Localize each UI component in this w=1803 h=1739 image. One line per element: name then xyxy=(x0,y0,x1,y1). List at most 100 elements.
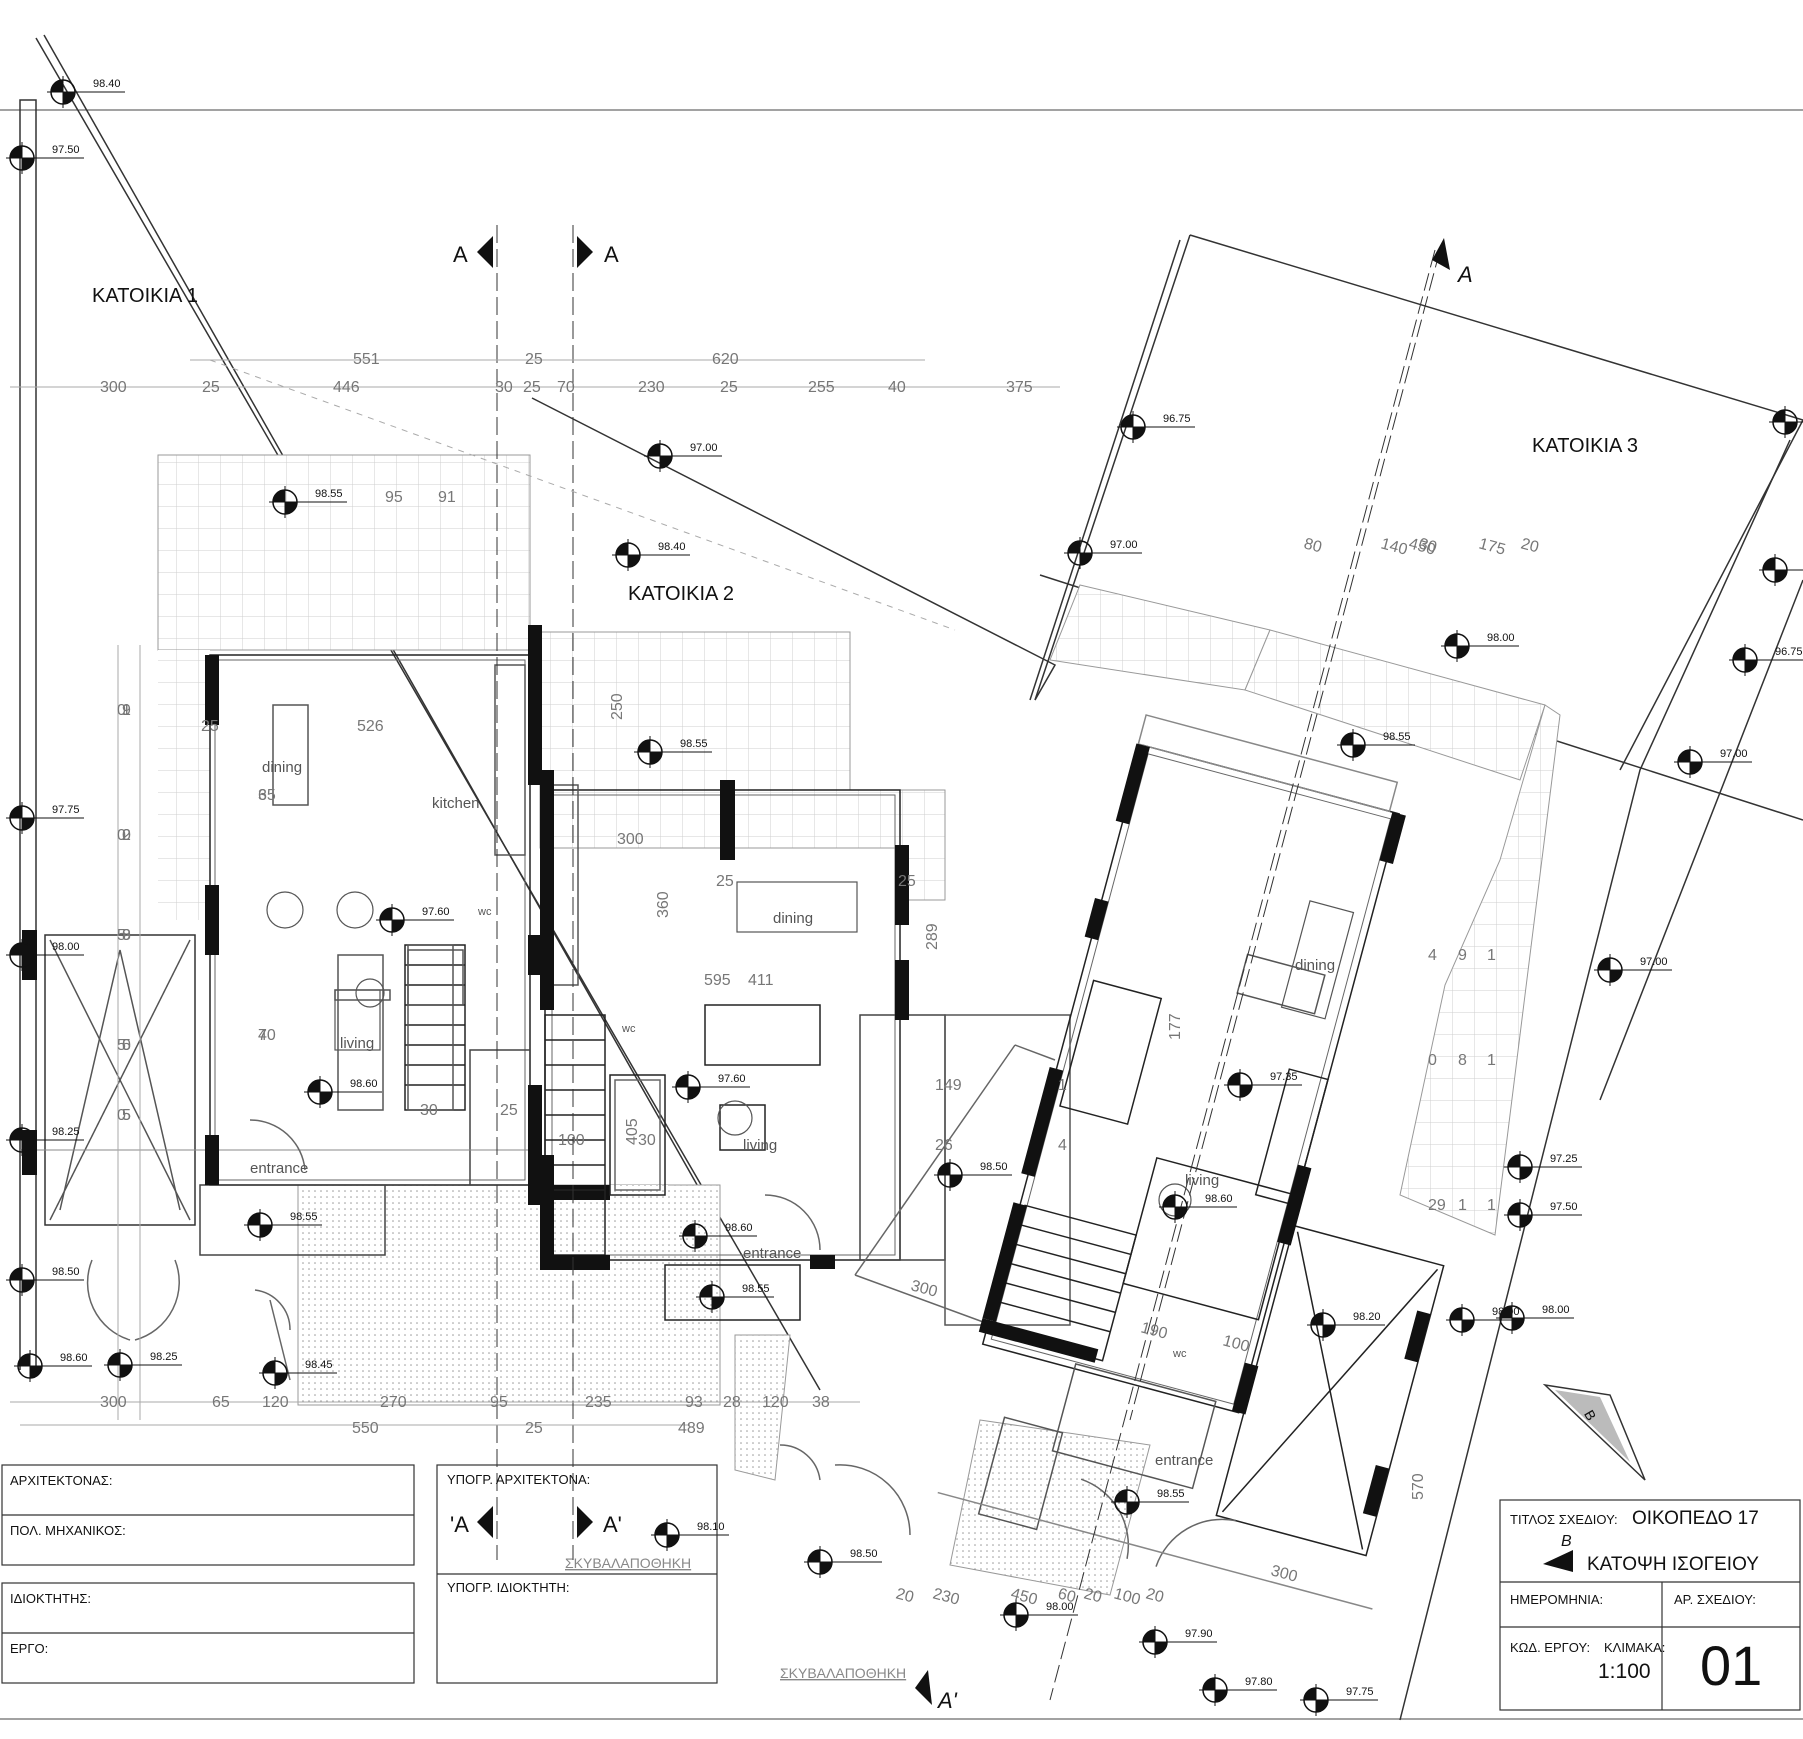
section-mark-a-right: A xyxy=(604,242,619,267)
level-marker-fill xyxy=(275,1373,287,1385)
level-marker-fill xyxy=(1610,970,1622,982)
level-value: 98.50 xyxy=(52,1266,80,1278)
dimension-value: 620 xyxy=(712,351,739,368)
dimension-value: 551 xyxy=(353,351,380,368)
dimension-value: 25 xyxy=(716,873,734,890)
level-value: 98.55 xyxy=(742,1283,770,1295)
dimension-value: 93 xyxy=(685,1394,703,1411)
architect-label: ΑΡΧΙΤΕΚΤΟΝΑΣ: xyxy=(10,1473,112,1488)
level-marker-fill xyxy=(308,1080,320,1092)
north-arrow: B xyxy=(1542,1383,1646,1481)
level-marker-fill xyxy=(1775,570,1787,582)
level-marker: 98.00 xyxy=(6,939,84,971)
level-value: 98.60 xyxy=(60,1352,88,1364)
level-marker-fill xyxy=(1175,1207,1187,1219)
house-1-label: ΚΑΤΟΙΚΙΑ 1 xyxy=(92,285,198,307)
level-marker-fill xyxy=(1016,1615,1028,1627)
dimension-value: 20 xyxy=(1144,1585,1166,1606)
section-mark-a-prime-right: A' xyxy=(603,1512,622,1537)
house-3-walls xyxy=(978,743,1431,1517)
level-marker-fill xyxy=(248,1213,260,1225)
level-value: 98.60 xyxy=(725,1222,753,1234)
level-value: 98.00 xyxy=(1046,1601,1074,1613)
level-marker: 97.00 xyxy=(1064,537,1142,569)
level-marker-fill xyxy=(1500,1306,1512,1318)
dimension-value: 100 xyxy=(1112,1585,1142,1608)
dimension-value: 470 xyxy=(258,1027,276,1044)
level-marker-fill xyxy=(938,1163,950,1175)
level-value: 98.55 xyxy=(290,1211,318,1223)
dimension-value: 300 xyxy=(100,1394,127,1411)
level-marker-fill xyxy=(263,1361,275,1373)
scale-label: ΚΛΙΜΑΚΑ: xyxy=(1604,1640,1665,1655)
dimension-value: 30 xyxy=(495,379,513,396)
dimension-value: 300 xyxy=(909,1277,939,1300)
level-marker-fill xyxy=(22,1140,34,1152)
level-value: 97.75 xyxy=(52,804,80,816)
title-block-left xyxy=(1,1464,718,1684)
level-marker-fill xyxy=(10,1128,22,1140)
dimension-value: 300 xyxy=(617,831,644,848)
level-value: 98.20 xyxy=(1353,1311,1381,1323)
dimension-value: 30 xyxy=(1417,535,1439,556)
dimension-value: 570 xyxy=(1410,1473,1427,1500)
room-label-wc-2: wc xyxy=(621,1023,636,1035)
dimension-value: 28 xyxy=(723,1394,741,1411)
level-marker-fill xyxy=(648,444,660,456)
level-marker-fill xyxy=(1323,1325,1335,1337)
level-marker: 98.40 xyxy=(47,76,125,108)
dimension-value: 550 xyxy=(117,1107,131,1124)
level-marker-fill xyxy=(1512,1318,1524,1330)
dimension-value: 38 xyxy=(812,1394,830,1411)
level-marker-fill xyxy=(1215,1690,1227,1702)
level-marker-fill xyxy=(1004,1603,1016,1615)
dimension-value: 235 xyxy=(585,1394,612,1411)
dimension-value: 25 xyxy=(525,351,543,368)
level-marker-fill xyxy=(1462,1320,1474,1332)
dimension-value: 25 xyxy=(525,1420,543,1437)
dimension-value: 505 xyxy=(117,1037,131,1054)
level-marker-fill xyxy=(650,752,662,764)
level-marker: 97.00 xyxy=(644,440,722,472)
level-marker-fill xyxy=(1450,1308,1462,1320)
level-marker: 98.55 xyxy=(244,1209,322,1241)
level-value: 98.25 xyxy=(150,1351,178,1363)
dimension-value: 140 xyxy=(1379,535,1409,558)
date-label: ΗΜΕΡΟΜΗΝΙΑ: xyxy=(1510,1592,1603,1607)
level-marker-fill xyxy=(120,1365,132,1377)
level-value: 97.75 xyxy=(1346,1686,1374,1698)
dimension-value: 65 xyxy=(212,1394,230,1411)
level-marker-fill xyxy=(1080,553,1092,565)
room-label-dining-3: dining xyxy=(1295,957,1335,974)
level-marker-fill xyxy=(1311,1313,1323,1325)
room-label-living-1: living xyxy=(340,1035,374,1052)
level-marker: 97.25 xyxy=(1504,1151,1582,1183)
level-marker: 98.60 xyxy=(304,1076,382,1108)
level-marker-fill xyxy=(638,740,650,752)
level-marker: 98.50 xyxy=(6,1264,84,1296)
dimension-value: 255 xyxy=(808,379,835,396)
level-marker: 98.10 xyxy=(651,1519,729,1551)
dimension-value: 200 xyxy=(117,827,131,844)
dimension-value: 25 xyxy=(500,1102,518,1119)
level-marker-fill xyxy=(380,908,392,920)
level-marker-fill xyxy=(808,1550,820,1562)
level-value: 97.00 xyxy=(690,442,718,454)
drawing-subtitle: ΚΑΤΟΨΗ ΙΣΟΓΕΙΟΥ xyxy=(1587,1554,1759,1575)
dimension-value: 100 xyxy=(1221,1332,1251,1355)
dimension-value: 411 xyxy=(748,972,774,989)
section-mark-a-prime-house3: A' xyxy=(936,1688,958,1713)
dimension-value: 526 xyxy=(357,718,384,735)
level-marker: 98.25 xyxy=(104,1349,182,1381)
dimension-value: 120 xyxy=(262,1394,289,1411)
level-marker: 97.90 xyxy=(1139,1626,1217,1658)
dimension-value: 30 xyxy=(420,1102,438,1119)
level-marker-fill xyxy=(1155,1642,1167,1654)
storage-label-2: ΣΚΥΒΑΛΑΠΟΘΗΚΗ xyxy=(780,1665,906,1681)
level-value: 97.60 xyxy=(422,906,450,918)
level-marker-fill xyxy=(1508,1203,1520,1215)
level-marker-fill xyxy=(712,1297,724,1309)
dimension-value: 250 xyxy=(609,693,626,720)
